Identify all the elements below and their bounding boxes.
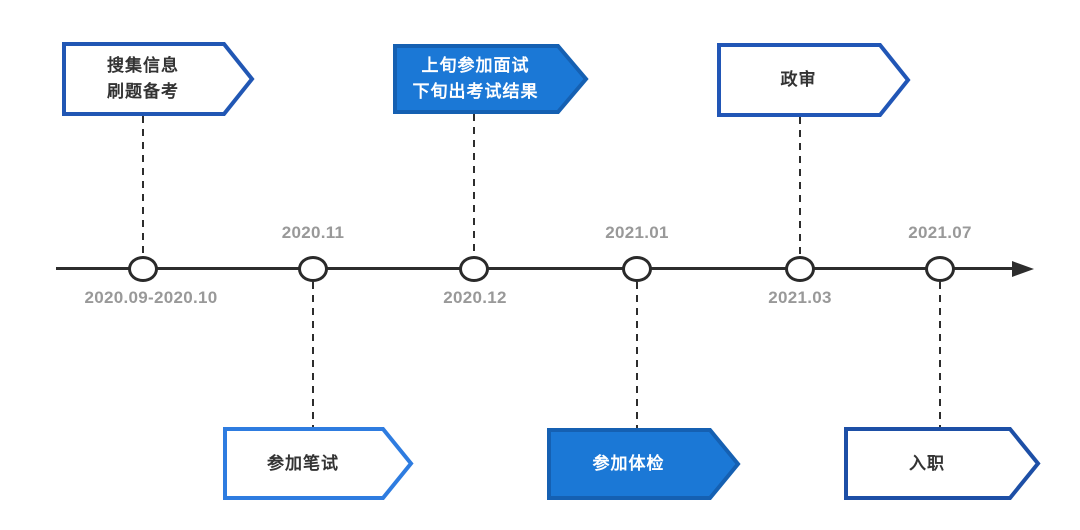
connector-line-gather-info [142,116,144,257]
timeline-node-1 [128,256,158,282]
date-label-5: 2021.03 [768,288,832,307]
timeline-node-4 [622,256,652,282]
banner-shape [547,428,741,500]
banner-label: 参加体检 [592,454,665,473]
banner-shape [844,427,1041,500]
banner-shape [62,42,255,116]
banner-onboarding: 入职 [844,427,1041,500]
connector-line-interview [473,114,475,257]
connector-line-political-review [799,117,801,257]
timeline-node-2 [298,256,328,282]
banner-political-review: 政审 [717,43,911,117]
banner-label: 上旬参加面试 下旬出考试结果 [412,56,539,101]
banner-label: 政审 [780,70,817,89]
timeline-node-3 [459,256,489,282]
banner-shape [717,43,911,117]
timeline-arrow-icon [1012,261,1034,277]
date-label-2: 2020.11 [281,223,345,242]
timeline-node-6 [925,256,955,282]
banner-label: 搜集信息 刷题备考 [107,56,179,101]
banner-written-exam: 参加笔试 [223,427,414,500]
timeline-node-5 [785,256,815,282]
connector-line-onboarding [939,282,941,427]
banner-shape [223,427,414,500]
connector-line-written-exam [312,282,314,427]
date-label-4: 2021.01 [605,223,669,242]
date-label-3: 2020.12 [443,288,507,307]
banner-label: 入职 [909,453,945,473]
banner-physical-exam: 参加体检 [547,428,741,500]
banner-gather-info-prep: 搜集信息 刷题备考 [62,42,255,116]
date-label-1: 2020.09-2020.10 [84,288,218,307]
date-label-6: 2021.07 [908,223,972,242]
connector-line-physical-exam [636,282,638,428]
banner-shape [393,44,589,114]
banner-label: 参加笔试 [267,453,339,473]
timeline-axis [56,267,1014,270]
banner-interview-results: 上旬参加面试 下旬出考试结果 [393,44,589,114]
